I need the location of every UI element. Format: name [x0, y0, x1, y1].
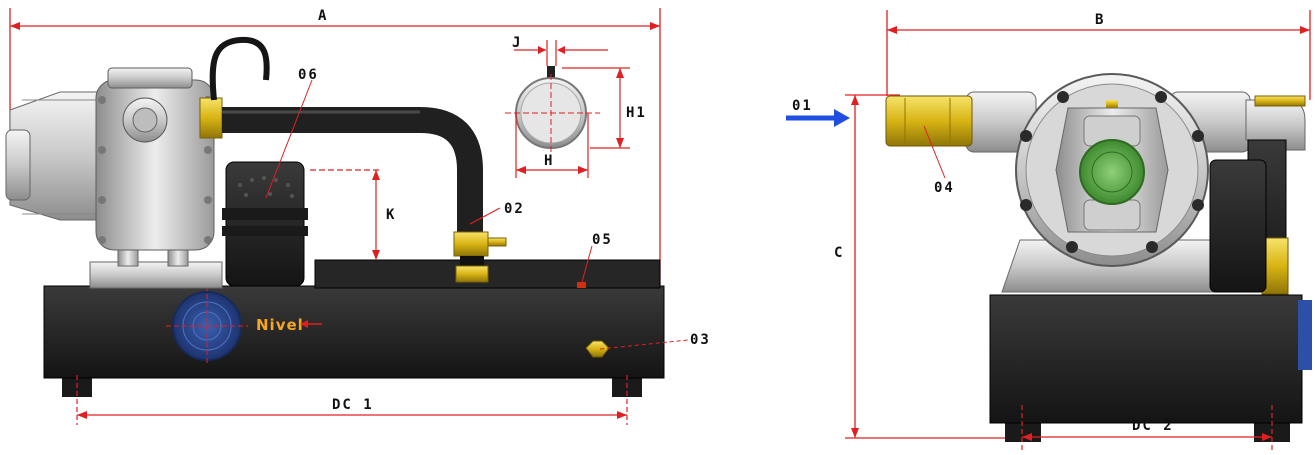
inlet-fitting-04	[885, 95, 973, 147]
elbow-fitting	[1254, 95, 1306, 107]
callout-01: 01	[792, 98, 813, 114]
callout-05: 05	[592, 232, 613, 248]
pump-bracket	[89, 209, 223, 289]
pump-body	[5, 67, 215, 251]
label-dimension-k: K	[386, 207, 396, 223]
label-dimension-c: C	[834, 245, 844, 261]
label-dimension-dc1: DC 1	[332, 397, 374, 413]
hose-base-fitting	[455, 265, 489, 283]
callout-06: 06	[298, 67, 319, 83]
pressure-gauge	[505, 66, 600, 158]
dimension-h	[515, 113, 589, 178]
pump-face	[1015, 73, 1209, 267]
outlet-fitting	[199, 97, 223, 139]
label-dimension-j: J	[512, 35, 522, 51]
hose-nut	[460, 256, 484, 266]
small-hose	[209, 36, 270, 101]
label-dimension-h1: H1	[626, 105, 647, 121]
callout-04: 04	[934, 180, 955, 196]
base-reservoir	[43, 285, 665, 379]
dimension-dc1	[76, 375, 628, 425]
hose-fitting-nipple	[487, 237, 507, 247]
label-dimension-b: B	[1095, 12, 1105, 28]
front-filter	[1209, 159, 1267, 293]
callout-03: 03	[690, 332, 711, 348]
level-indicator	[166, 286, 248, 366]
return-hose	[222, 107, 483, 232]
front-side-detail	[1298, 300, 1312, 370]
hose-fitting-02	[453, 231, 489, 257]
nivel-arrow	[300, 320, 322, 328]
dimension-h1	[562, 67, 630, 149]
front-view: B C 01	[786, 10, 1312, 451]
label-dimension-dc2: DC 2	[1132, 418, 1174, 434]
side-view: A Nivel 03 05	[5, 8, 711, 425]
front-base	[989, 294, 1303, 424]
inlet-arrow	[786, 109, 850, 127]
filter-06	[222, 161, 308, 287]
dimension-b	[886, 10, 1311, 100]
dimension-k	[310, 169, 380, 260]
port-05	[577, 282, 586, 288]
dimension-dc2	[1021, 405, 1273, 451]
nivel-label: Nivel	[256, 316, 304, 334]
label-dimension-h: H	[544, 153, 554, 169]
label-dimension-a: A	[318, 8, 328, 24]
callout-02: 02	[504, 201, 525, 217]
dimension-c	[845, 94, 1005, 439]
dimension-j	[514, 40, 608, 66]
